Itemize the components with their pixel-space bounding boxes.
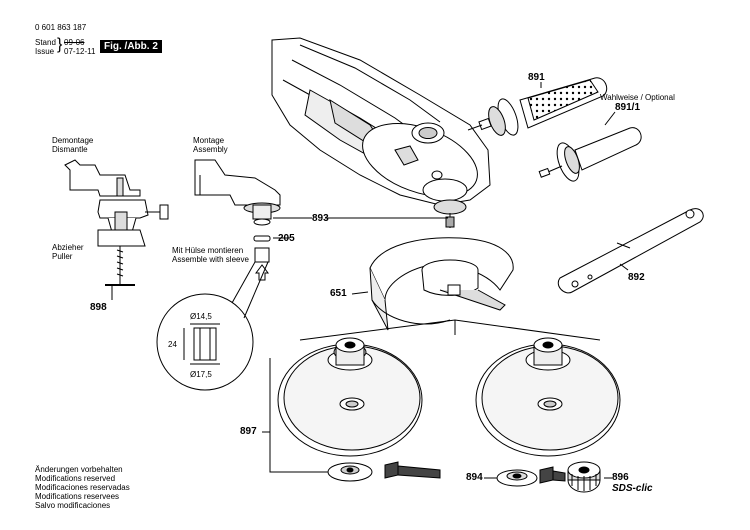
clamp-nut-894 — [496, 469, 538, 487]
part-number: 0 601 863 187 — [35, 23, 87, 32]
spanner-892 — [557, 208, 704, 294]
detail-leader-lines — [231, 261, 269, 319]
dim-top: Ø14,5 — [190, 312, 212, 321]
footer-note-1: Änderungen vorbehalten — [35, 465, 123, 474]
part-894-label: 894 — [466, 472, 483, 483]
part-898-label: 898 — [90, 302, 107, 313]
part-896-label: 896 — [612, 472, 629, 483]
profile-bottom-right — [539, 466, 566, 484]
footer-note-2: Modifications reserved — [35, 474, 116, 483]
disc-right — [475, 337, 621, 457]
optional-label: Wahlweise / Optional — [600, 93, 675, 102]
optional-handle-891-1 — [538, 127, 642, 182]
sleeve — [254, 247, 270, 281]
part-897-label: 897 — [240, 426, 257, 437]
part-891-label: 891 — [528, 72, 545, 83]
footer-note-3: Modificaciones reservadas — [35, 483, 130, 492]
auxiliary-handle-891 — [467, 77, 608, 136]
issue-date: 07-12-11 — [64, 47, 96, 56]
flange-nut-bottom-left — [327, 462, 373, 482]
part-205-label: 205 — [278, 233, 295, 244]
abzieher-label: Abzieher — [52, 243, 84, 252]
dismantle-illustration — [64, 159, 169, 286]
brace: } — [57, 36, 63, 53]
puller-label: Puller — [52, 252, 73, 261]
sds-clic-nut-896 — [567, 461, 601, 493]
leader-lines — [111, 82, 631, 479]
dim-bottom: Ø17,5 — [190, 370, 212, 379]
profile-bottom-left — [384, 461, 441, 479]
issue-label: Issue — [35, 47, 55, 56]
footer-note-5: Salvo modificaciones — [35, 501, 111, 510]
montage-label: Montage — [193, 136, 225, 145]
figure-label: Fig. /Abb. 2 — [100, 40, 162, 53]
part-893-label: 893 — [312, 213, 329, 224]
bracket-897 — [262, 319, 601, 473]
part-891-1-label: 891/1 — [615, 102, 641, 113]
dismantle-label: Dismantle — [52, 145, 88, 154]
stand-date: 09-06 — [64, 38, 85, 47]
disc-left — [277, 337, 423, 457]
part-892-label: 892 — [628, 272, 645, 283]
guard-651 — [369, 237, 514, 331]
sleeve-note-de: Mit Hülse montieren — [172, 246, 244, 255]
sleeve-detail-circle — [156, 293, 254, 391]
footer-note-4: Modifications reservees — [35, 492, 120, 501]
stand-label: Stand — [35, 38, 56, 47]
washer-205 — [253, 235, 271, 242]
demontage-label: Demontage — [52, 136, 94, 145]
sleeve-note-en: Assemble with sleeve — [172, 255, 249, 264]
grinder-body — [271, 37, 491, 228]
part-651-label: 651 — [330, 288, 347, 299]
assembly-illustration — [194, 159, 281, 226]
dim-side: 24 — [168, 340, 177, 349]
sds-clic-label: SDS-clic — [612, 483, 653, 494]
assembly-label: Assembly — [193, 145, 228, 154]
